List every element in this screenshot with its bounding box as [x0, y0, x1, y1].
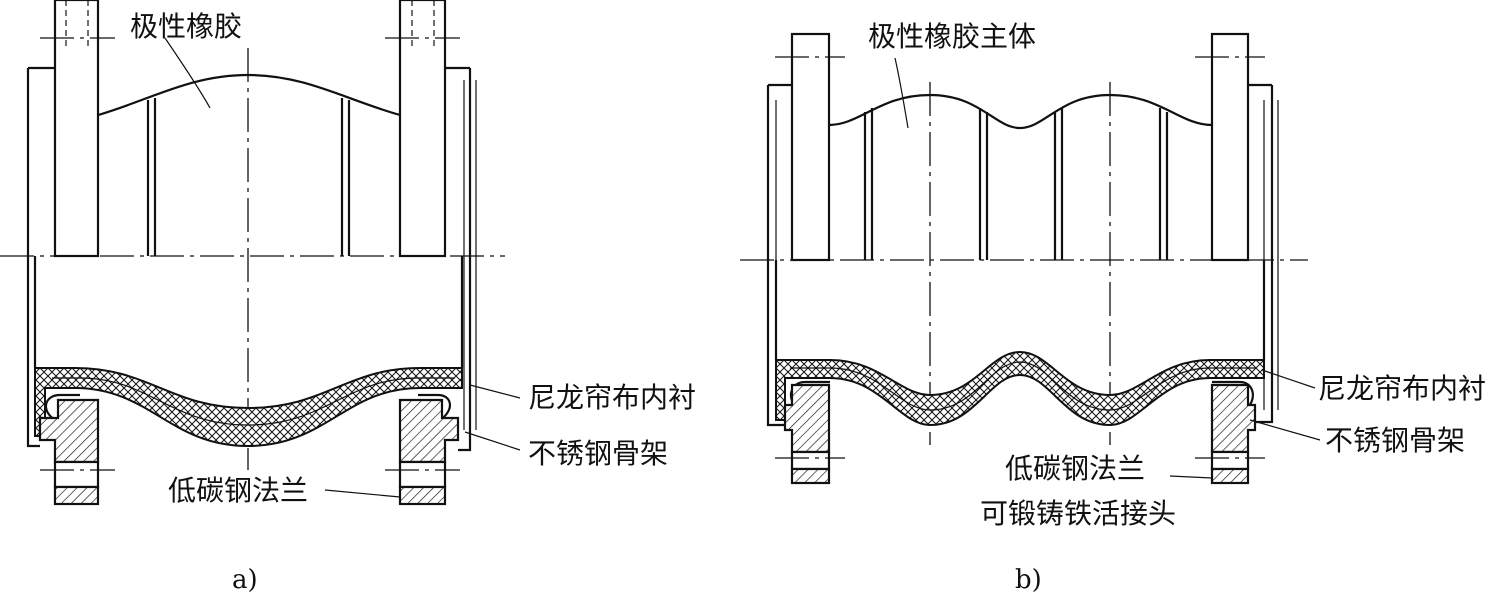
flange-plate-right-a	[398, 0, 447, 258]
outer-wall-left-a	[26, 68, 40, 448]
flange-plate-left-a	[53, 0, 100, 258]
label-malleable-joint-b: 可锻铸铁活接头	[980, 497, 1176, 530]
malleable-joint-left-b	[783, 383, 831, 454]
label-steel-skeleton-a: 不锈钢骨架	[528, 437, 668, 470]
rubber-bulge-a	[97, 73, 401, 117]
flange-plate-left-b	[790, 32, 831, 262]
rubber-section-b	[775, 350, 1265, 427]
leader-flange-b	[1169, 475, 1213, 479]
low-carbon-flange-left-a	[38, 398, 100, 464]
leader-top-a	[164, 37, 211, 109]
steel-skeleton-left-a	[44, 393, 80, 421]
steel-skeleton-right-a	[418, 393, 451, 421]
caption-a: a)	[232, 565, 258, 595]
flange-plate-right-b	[1210, 32, 1250, 262]
label-nylon-lining-a: 尼龙帘布内衬	[528, 381, 696, 414]
figure-b: 极性橡胶主体 尼龙帘布内衬 不锈钢骨架 低碳钢法兰 可锻铸铁活接头 b)	[740, 20, 1486, 595]
label-flange-b: 低碳钢法兰	[1005, 452, 1145, 485]
caption-b: b)	[1015, 565, 1042, 595]
malleable-joint-right-b	[1210, 383, 1257, 454]
outer-wall-left-b	[766, 85, 790, 427]
leader-top-b	[894, 57, 909, 129]
rubber-section-a	[34, 367, 463, 448]
figure-a: 极性橡胶 尼龙帘布内衬 不锈钢骨架 低碳钢法兰 a)	[0, 0, 696, 595]
label-nylon-lining-b: 尼龙帘布内衬	[1318, 372, 1486, 405]
leader-skeleton-a	[464, 431, 521, 451]
rubber-bulge-b	[828, 93, 1213, 130]
leader-lining-a	[469, 384, 521, 399]
leader-lining-b	[1261, 369, 1316, 389]
label-flange-a: 低碳钢法兰	[168, 474, 308, 507]
leader-flange-a	[324, 489, 401, 498]
label-steel-skeleton-b: 不锈钢骨架	[1325, 424, 1465, 457]
label-polar-rubber-a: 极性橡胶	[130, 10, 242, 43]
outer-wall-right-a	[458, 68, 472, 452]
leader-skeleton-b	[1249, 419, 1321, 441]
label-polar-rubber-body-b: 极性橡胶主体	[868, 20, 1036, 53]
